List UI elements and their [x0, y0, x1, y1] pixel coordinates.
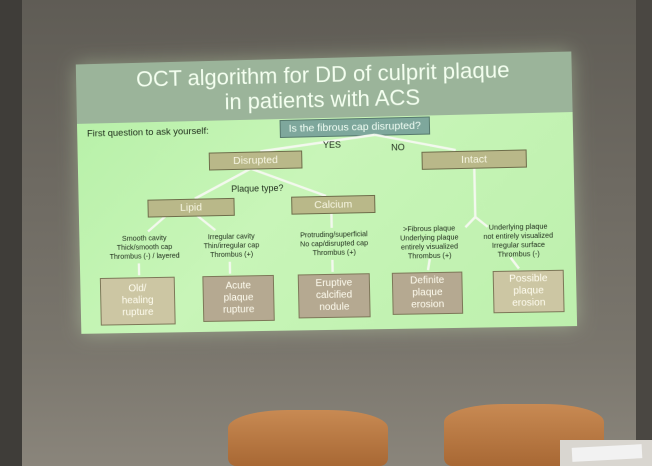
outcome-acute-plaque-rupture: Acute plaque rupture — [202, 275, 274, 322]
outcome-line: rupture — [122, 307, 154, 319]
outcome-line: plaque — [509, 285, 548, 298]
desc-line: Thrombus (+) — [389, 250, 470, 261]
arrow-yes — [260, 135, 375, 152]
arrow-lipid-right — [197, 215, 215, 230]
outcome-line: Definite — [410, 275, 444, 288]
desc-line: Thrombus (-) — [472, 249, 566, 260]
chair-back-left — [228, 410, 388, 466]
outcome-line: plaque — [410, 287, 444, 300]
outcome-definite-plaque-erosion: Definite plaque erosion — [392, 272, 463, 315]
desc-line: Thrombus (-) / layered — [97, 251, 192, 262]
outcome-line: rupture — [223, 304, 255, 316]
desc-calcified-nodule: Protruding/superficial No cap/disrupted … — [287, 229, 382, 258]
outcome-line: Acute — [222, 280, 254, 293]
outcome-old-healing-rupture: Old/ healing rupture — [100, 277, 176, 326]
plaque-type-label: Plaque type? — [231, 183, 283, 194]
outcome-possible-plaque-erosion: Possible plaque erosion — [493, 270, 565, 314]
outcome-line: Eruptive — [315, 278, 352, 291]
outcome-line: healing — [122, 295, 154, 307]
arrow-out-5 — [511, 257, 519, 268]
desc-definite-erosion: >Fibrous plaque Underlying plaque entire… — [389, 223, 470, 261]
no-label: NO — [391, 142, 405, 152]
desc-old-healing: Smooth cavity Thick/smooth cap Thrombus … — [97, 233, 192, 262]
desc-possible-erosion: Underlying plaque not entirely visualize… — [471, 221, 565, 259]
outcome-line: Old/ — [121, 283, 153, 295]
outcome-eruptive-calcified-nodule: Eruptive calcified nodule — [298, 273, 371, 318]
yes-label: YES — [323, 140, 341, 150]
outcome-line: nodule — [316, 302, 353, 315]
arrow-out-4 — [428, 259, 430, 270]
desc-line: Thrombus (+) — [192, 249, 272, 259]
arrow-intact-down — [474, 165, 475, 217]
disrupted-box: Disrupted — [209, 150, 303, 170]
outcome-line: plaque — [223, 292, 255, 304]
outcome-line: Possible — [509, 273, 548, 286]
desc-acute-rupture: Irregular cavity Thin/irregular cap Thro… — [192, 231, 272, 259]
calcium-box: Calcium — [291, 195, 375, 215]
lipid-box: Lipid — [147, 198, 234, 218]
arrow-lipid-left — [148, 216, 166, 231]
outcome-line: calcified — [316, 290, 353, 303]
outcome-line: erosion — [411, 299, 445, 312]
wall-left — [0, 0, 22, 466]
intact-box: Intact — [421, 149, 527, 169]
arrow-no — [375, 133, 456, 152]
desc-line: Thrombus (+) — [287, 247, 381, 258]
wall-right — [636, 0, 652, 466]
projected-slide: OCT algorithm for DD of culprit plaque i… — [76, 51, 577, 333]
outcome-line: erosion — [510, 297, 549, 310]
